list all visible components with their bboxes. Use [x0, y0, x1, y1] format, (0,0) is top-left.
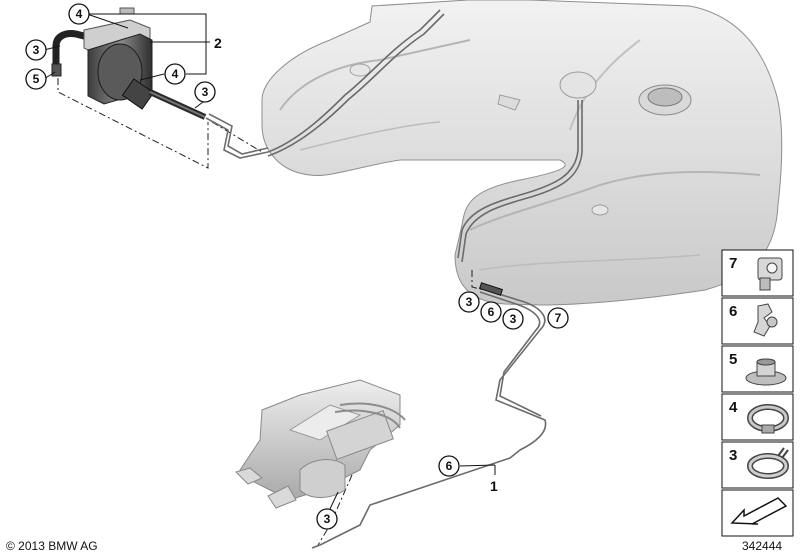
grommet-icon	[745, 358, 787, 386]
callout-6-line: 6	[438, 455, 460, 477]
legend-number: 4	[729, 399, 738, 416]
legend-number: 7	[729, 255, 737, 272]
callout-5-left: 5	[25, 68, 47, 90]
hose-clamp-icon	[747, 404, 789, 434]
legend-item-7: 7	[721, 249, 794, 297]
callout-label: 6	[488, 305, 495, 319]
callout-label: 3	[510, 312, 517, 326]
callout-4-mid: 4	[164, 63, 186, 85]
tank-vent-valve	[51, 7, 207, 120]
callout-3-left: 3	[25, 39, 47, 61]
diagram-id: 342444	[742, 539, 783, 553]
legend-panel: 7 6 5	[721, 249, 794, 537]
callout-7-clip: 7	[547, 307, 569, 329]
callout-1: 1	[490, 478, 498, 494]
callout-3-clip-b: 3	[502, 308, 524, 330]
legend-number: 6	[729, 303, 737, 320]
line-connector	[478, 282, 504, 296]
spring-band-clamp-icon	[747, 447, 789, 479]
callout-label: 6	[446, 459, 453, 473]
callout-3-bottom: 3	[316, 508, 338, 530]
legend-item-4: 4	[721, 393, 794, 441]
leader-lines	[43, 13, 569, 510]
fuel-tank	[261, 0, 783, 306]
legend-item-6: 6	[721, 297, 794, 345]
line-holder-icon	[753, 303, 778, 337]
legend-item-5: 5	[721, 345, 794, 393]
legend-item-3: 3	[721, 441, 794, 489]
callout-3-valve: 3	[194, 81, 216, 103]
angle-clip-icon	[757, 257, 783, 291]
callout-4-top: 4	[68, 3, 90, 25]
callout-6-clip: 6	[480, 301, 502, 323]
callout-2: 2	[214, 35, 222, 51]
orientation-arrow-icon	[721, 489, 794, 537]
callout-label: 3	[202, 85, 209, 99]
callout-label: 5	[33, 72, 40, 86]
fuel-line	[311, 287, 547, 549]
tank-fuel-lines	[267, 9, 583, 263]
callout-label: 3	[324, 512, 331, 526]
callout-3-clip-a: 3	[458, 291, 480, 313]
callout-label: 4	[76, 7, 83, 21]
legend-number: 3	[729, 447, 737, 464]
copyright-text: © 2013 BMW AG	[6, 539, 98, 553]
legend-number: 5	[729, 351, 737, 368]
callout-label: 7	[555, 311, 562, 325]
callout-label: 3	[466, 295, 473, 309]
callout-label: 4	[172, 67, 179, 81]
vent-pipe	[205, 113, 269, 159]
fuel-filter-bracket	[235, 379, 406, 509]
callout-label: 3	[33, 43, 40, 57]
